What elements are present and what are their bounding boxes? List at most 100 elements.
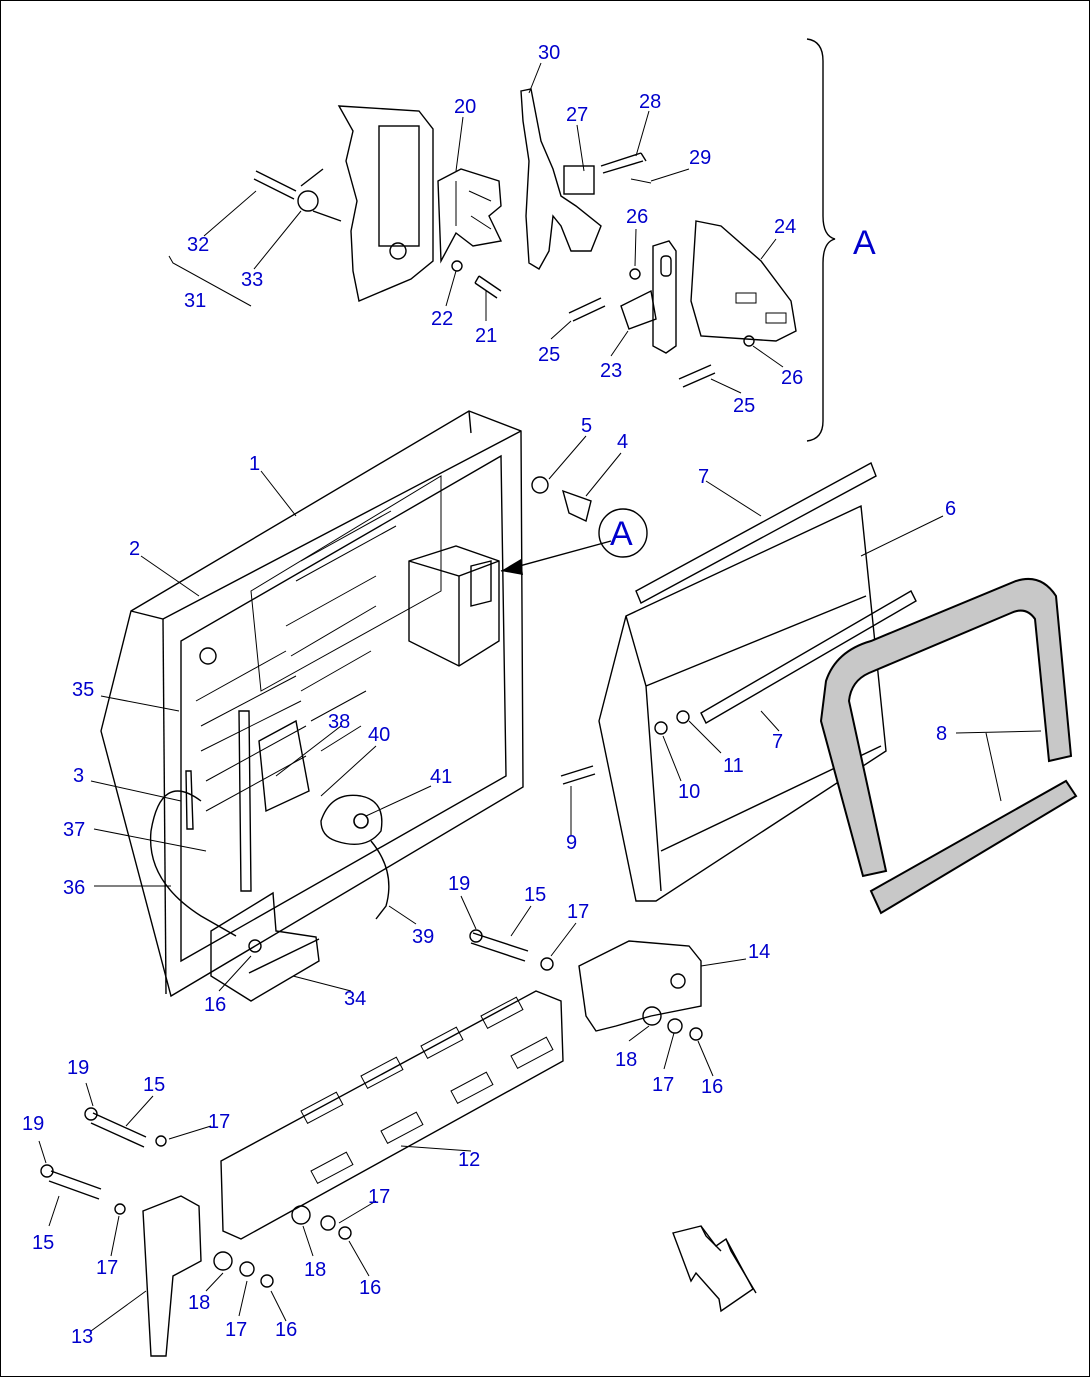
part-34-bracket [210, 891, 320, 1002]
label-17-d: 17 [368, 1186, 390, 1208]
group-31-bracket [168, 255, 252, 307]
label-21: 21 [475, 325, 497, 347]
label-17-f: 17 [225, 1319, 247, 1341]
label-14: 14 [748, 941, 770, 963]
label-32: 32 [187, 234, 209, 256]
label-18-b: 18 [304, 1259, 326, 1281]
part-17-washer-c [155, 1135, 167, 1147]
part-14-bracket [578, 940, 702, 1032]
bracket-12-cutouts [300, 996, 554, 1185]
part-19-cap-a [469, 929, 483, 943]
part-13-bracket [142, 1195, 202, 1357]
part-23-latch [652, 240, 677, 354]
part-16-nut-b [689, 1027, 703, 1041]
panel-left-edge [162, 618, 167, 995]
part-9-bolt [560, 765, 596, 785]
callout-a-letter: A [610, 515, 633, 553]
part-20-detail [455, 181, 492, 230]
part-11-nut [676, 710, 690, 724]
label-34: 34 [344, 988, 366, 1010]
leader-lines-main [38, 435, 1042, 1332]
part-4-knob [561, 489, 592, 522]
part-32-bolt [253, 170, 297, 200]
door-left-edge [625, 615, 662, 892]
label-19-c: 19 [22, 1113, 44, 1135]
label-18-c: 18 [188, 1292, 210, 1314]
label-18: 18 [615, 1049, 637, 1071]
part-15-bolt-a [470, 932, 529, 962]
label-19-b: 19 [67, 1057, 89, 1079]
arrow-head-to-a [501, 559, 523, 575]
label-10: 10 [678, 781, 700, 803]
label-19: 19 [448, 873, 470, 895]
part-7-strip-lower [700, 590, 917, 724]
plate-inner [378, 125, 420, 247]
label-17-b: 17 [652, 1074, 674, 1096]
plate-24-slot2 [765, 312, 787, 324]
part-8-seal-bottom [869, 779, 1078, 915]
part-38-bracket [258, 719, 310, 813]
label-13: 13 [71, 1326, 93, 1348]
label-27: 27 [566, 104, 588, 126]
label-16-c: 16 [359, 1277, 381, 1299]
part-29-split-pin [630, 178, 652, 184]
label-2: 2 [129, 538, 140, 560]
main-assembly [38, 410, 1078, 1357]
part-27-clip [563, 165, 595, 195]
part-17-washer-b [667, 1018, 683, 1034]
part-26-washer-a [629, 268, 641, 280]
part-18-bushing-c [213, 1251, 233, 1271]
label-15-c: 15 [32, 1232, 54, 1254]
part-22-washer [451, 260, 463, 272]
label-7-b: 7 [772, 731, 783, 753]
latch-roller [620, 289, 657, 330]
label-23: 23 [600, 360, 622, 382]
part-17-washer-a [540, 957, 554, 971]
label-31: 31 [184, 290, 206, 312]
label-20: 20 [454, 96, 476, 118]
part-41-clip [353, 813, 369, 829]
label-40: 40 [368, 724, 390, 746]
label-17-e: 17 [96, 1257, 118, 1279]
part-16-nut-c [338, 1226, 352, 1240]
part-2-grommet [199, 647, 217, 665]
panel-top-edge [130, 430, 522, 620]
panel-louvers [195, 475, 442, 812]
part-17-washer-d [320, 1215, 336, 1231]
part-18-bushing-b [291, 1205, 311, 1225]
detail-a-letter: A [853, 224, 876, 262]
part-15-bolt-c [48, 1170, 102, 1200]
label-16-d: 16 [275, 1319, 297, 1341]
label-4: 4 [617, 431, 628, 453]
label-11: 11 [723, 755, 744, 777]
part-10-washer [654, 721, 668, 735]
leader-lines-a [203, 62, 784, 394]
label-36: 36 [63, 877, 85, 899]
label-12: 12 [458, 1149, 480, 1171]
bracket-plate [337, 105, 434, 302]
part-14-hole [670, 973, 686, 989]
label-8: 8 [936, 723, 947, 745]
part-25-screw-b [678, 364, 716, 388]
label-24: 24 [774, 216, 796, 238]
label-1: 1 [249, 453, 260, 475]
label-5: 5 [581, 415, 592, 437]
label-25-b: 25 [733, 395, 755, 417]
part-25-screw-a [568, 297, 606, 322]
part-3-pin [185, 770, 194, 830]
direction-arrow-edge [700, 1225, 757, 1294]
panel-corner [468, 410, 472, 434]
label-3: 3 [73, 765, 84, 787]
label-15: 15 [524, 884, 546, 906]
direction-arrow [672, 1225, 754, 1313]
label-16-b: 16 [701, 1076, 723, 1098]
part-20-hinge [437, 168, 503, 264]
label-41: 41 [430, 766, 452, 788]
part-21-bolt [474, 275, 502, 299]
door-top-line [645, 595, 867, 687]
label-26: 26 [626, 206, 648, 228]
part-39-wire [370, 840, 390, 920]
part-8-seal [819, 577, 1073, 878]
part-33-knob [297, 190, 319, 212]
part-19-cap-c [40, 1164, 54, 1178]
